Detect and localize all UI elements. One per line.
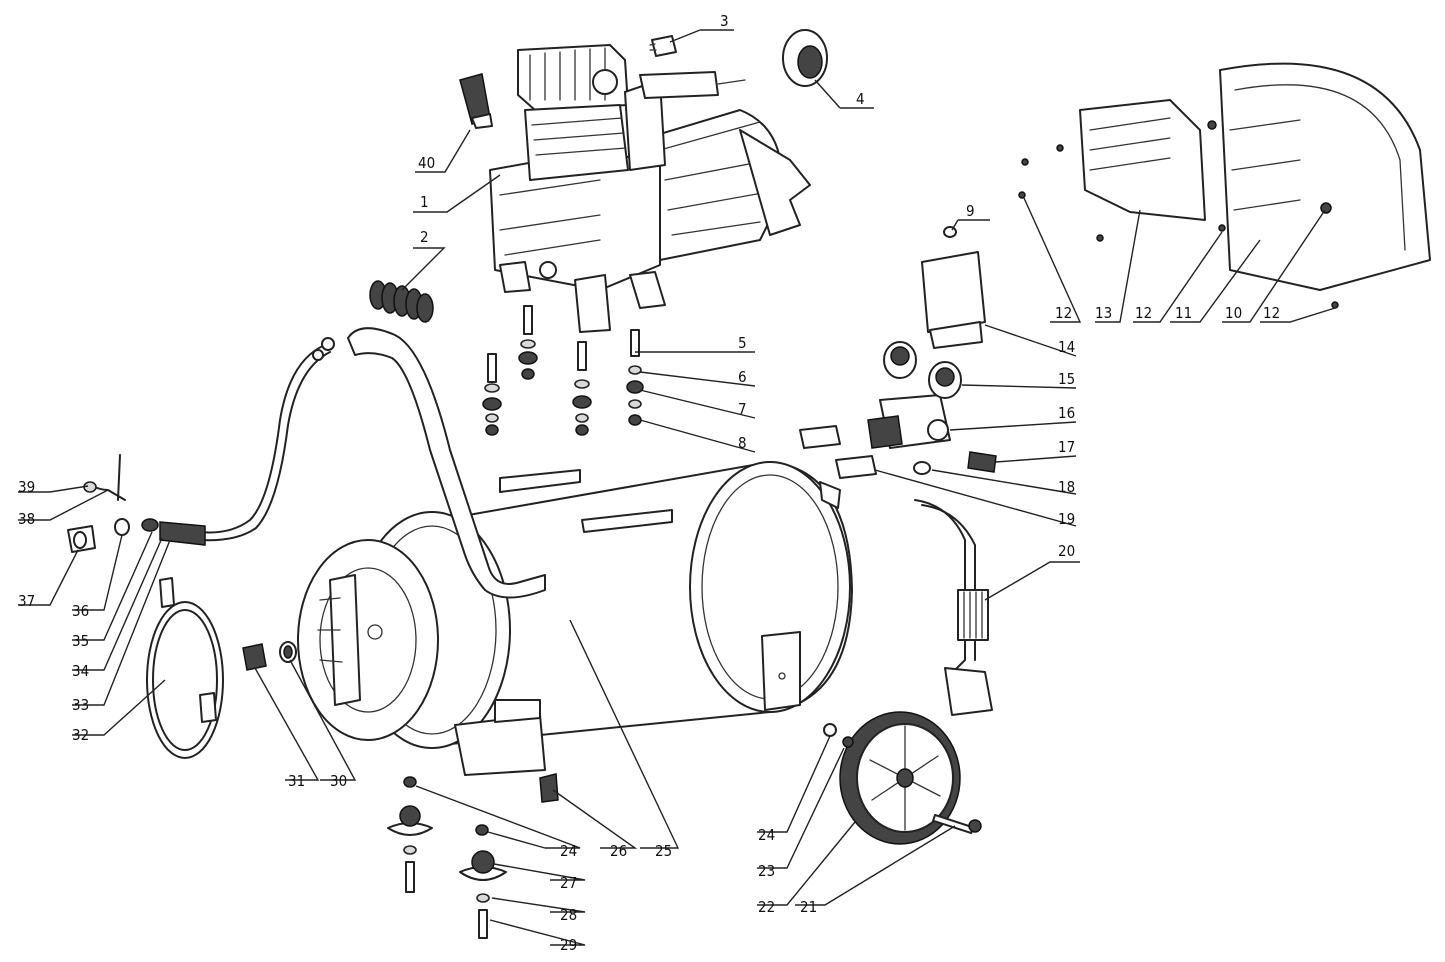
callout-labels: 40 1 2 3 4 5 6 7 8 9 12 13 12 11 10 12 1… bbox=[18, 12, 1280, 954]
callout-35: 35 bbox=[72, 632, 89, 650]
rubber-feet bbox=[387, 776, 507, 939]
callout-21: 21 bbox=[800, 898, 817, 916]
callout-9: 9 bbox=[966, 202, 975, 220]
callout-7: 7 bbox=[738, 400, 747, 418]
callout-12c: 12 bbox=[1263, 304, 1280, 322]
wheel-washer-nut-23-24 bbox=[823, 723, 854, 748]
gauges-15 bbox=[883, 341, 962, 399]
callout-29: 29 bbox=[560, 936, 577, 954]
callout-6: 6 bbox=[738, 368, 747, 386]
callout-22: 22 bbox=[758, 898, 775, 916]
drain-valve bbox=[539, 773, 559, 803]
callout-10: 10 bbox=[1225, 304, 1242, 322]
callout-39: 39 bbox=[18, 478, 35, 496]
callout-5: 5 bbox=[738, 334, 747, 352]
axle-bolt-21 bbox=[932, 813, 982, 835]
callout-1: 1 bbox=[420, 193, 429, 211]
discharge-pipe bbox=[159, 337, 335, 546]
tank-end-flange bbox=[297, 539, 439, 741]
callout-24a: 24 bbox=[758, 826, 775, 844]
callout-36: 36 bbox=[72, 602, 89, 620]
callout-33: 33 bbox=[72, 696, 89, 714]
callout-20: 20 bbox=[1058, 542, 1075, 560]
bolts-washers-stack bbox=[482, 305, 644, 436]
screws-12 bbox=[1018, 120, 1339, 309]
callout-23: 23 bbox=[758, 862, 775, 880]
drain-plug-31 bbox=[242, 643, 267, 671]
fitting-part-3 bbox=[649, 35, 677, 57]
air-hose bbox=[146, 577, 224, 759]
shroud-11 bbox=[1219, 62, 1431, 291]
callout-16: 16 bbox=[1058, 404, 1075, 422]
callout-3: 3 bbox=[720, 12, 729, 30]
callout-28: 28 bbox=[560, 906, 577, 924]
callout-38: 38 bbox=[18, 510, 35, 528]
fan-cover-part-4 bbox=[782, 29, 828, 87]
callout-25: 25 bbox=[655, 842, 672, 860]
safety-valve-parts-37-39 bbox=[67, 454, 126, 553]
callout-15: 15 bbox=[1058, 370, 1075, 388]
callout-18: 18 bbox=[1058, 478, 1075, 496]
air-filter bbox=[459, 73, 493, 129]
fittings-17-18-19 bbox=[799, 425, 997, 479]
callout-12b: 12 bbox=[1135, 304, 1152, 322]
power-cord bbox=[914, 499, 993, 716]
callout-12a: 12 bbox=[1055, 304, 1072, 322]
callout-8: 8 bbox=[738, 434, 747, 452]
callout-17: 17 bbox=[1058, 438, 1075, 456]
washer-30 bbox=[279, 641, 297, 663]
callout-4: 4 bbox=[856, 90, 865, 108]
callout-32: 32 bbox=[72, 726, 89, 744]
callout-2: 2 bbox=[420, 228, 429, 246]
callout-34: 34 bbox=[72, 662, 89, 680]
callout-24b: 24 bbox=[560, 842, 577, 860]
callout-27: 27 bbox=[560, 874, 577, 892]
callout-11: 11 bbox=[1175, 304, 1192, 322]
callout-13: 13 bbox=[1095, 304, 1112, 322]
pressure-switch-14 bbox=[921, 226, 986, 349]
manifold-16 bbox=[867, 394, 951, 449]
callout-40: 40 bbox=[418, 154, 435, 172]
motor-pump-assembly bbox=[489, 44, 811, 333]
callout-14: 14 bbox=[1058, 338, 1075, 356]
fan-cover-13 bbox=[1079, 99, 1206, 221]
callout-19: 19 bbox=[1058, 510, 1075, 528]
spring bbox=[369, 280, 434, 323]
air-tank bbox=[353, 461, 853, 776]
wheel bbox=[839, 711, 961, 845]
tank-handle bbox=[347, 327, 546, 599]
callout-26: 26 bbox=[610, 842, 627, 860]
callout-30: 30 bbox=[330, 772, 347, 790]
callout-31: 31 bbox=[288, 772, 305, 790]
leader-lines bbox=[18, 29, 1336, 946]
callout-37: 37 bbox=[18, 592, 35, 610]
